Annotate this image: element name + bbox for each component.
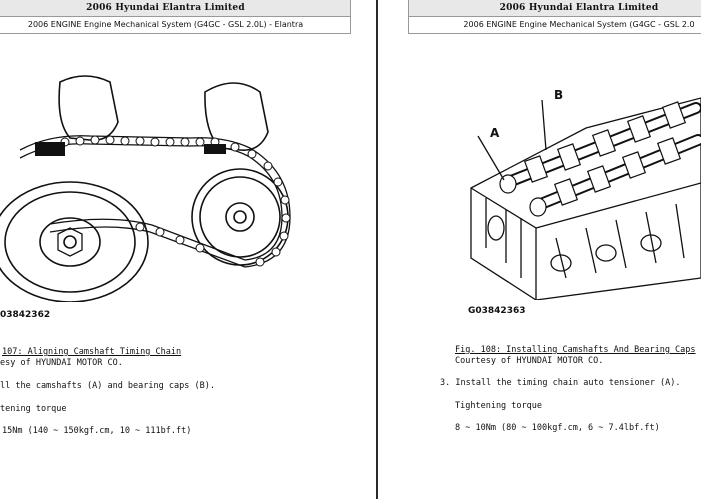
page-header-left: 2006 Hyundai Elantra Limited 2006 ENGINE… — [0, 0, 351, 34]
page-header-right: 2006 Hyundai Elantra Limited 2006 ENGINE… — [408, 0, 701, 34]
figure-courtesy: Courtesy of HYUNDAI MOTOR CO. — [455, 356, 604, 366]
left-page: 2006 Hyundai Elantra Limited 2006 ENGINE… — [0, 0, 351, 436]
page-gutter — [376, 0, 378, 499]
header-subtitle: 2006 ENGINE Engine Mechanical System (G4… — [27, 20, 304, 29]
figure-caption: 107: Aligning Camshaft Timing Chain — [2, 347, 182, 357]
callout-label-b: B — [554, 88, 564, 102]
callout-label-a: A — [490, 126, 500, 140]
header-subtitle: 2006 ENGINE Engine Mechanical System (G4… — [463, 20, 695, 29]
torque-label: tening torque — [0, 404, 67, 414]
figure-caption: Fig. 108: Installing Camshafts And Beari… — [455, 345, 696, 355]
camshaft-cylinder-head-diagram — [470, 97, 701, 300]
figure-code: 03842362 — [0, 310, 51, 320]
header-title: 2006 Hyundai Elantra Limited — [0, 0, 350, 17]
torque-value: 8 ~ 10Nm (80 ~ 100kgf.cm, 6 ~ 7.4lbf.ft) — [455, 423, 660, 433]
step-text: 3. Install the timing chain auto tension… — [440, 378, 681, 388]
torque-value: 15Nm (140 ~ 150kgf.cm, 10 ~ 111bf.ft) — [2, 426, 192, 436]
right-page: 2006 Hyundai Elantra Limited 2006 ENGINE… — [378, 0, 701, 499]
figure-code: G03842363 — [468, 306, 526, 316]
header-title: 2006 Hyundai Elantra Limited — [409, 0, 701, 17]
timing-chain-diagram — [0, 75, 291, 302]
torque-label: Tightening torque — [455, 401, 542, 411]
figure-courtesy: esy of HYUNDAI MOTOR CO. — [0, 358, 123, 368]
step-text: ll the camshafts (A) and bearing caps (B… — [0, 381, 215, 391]
